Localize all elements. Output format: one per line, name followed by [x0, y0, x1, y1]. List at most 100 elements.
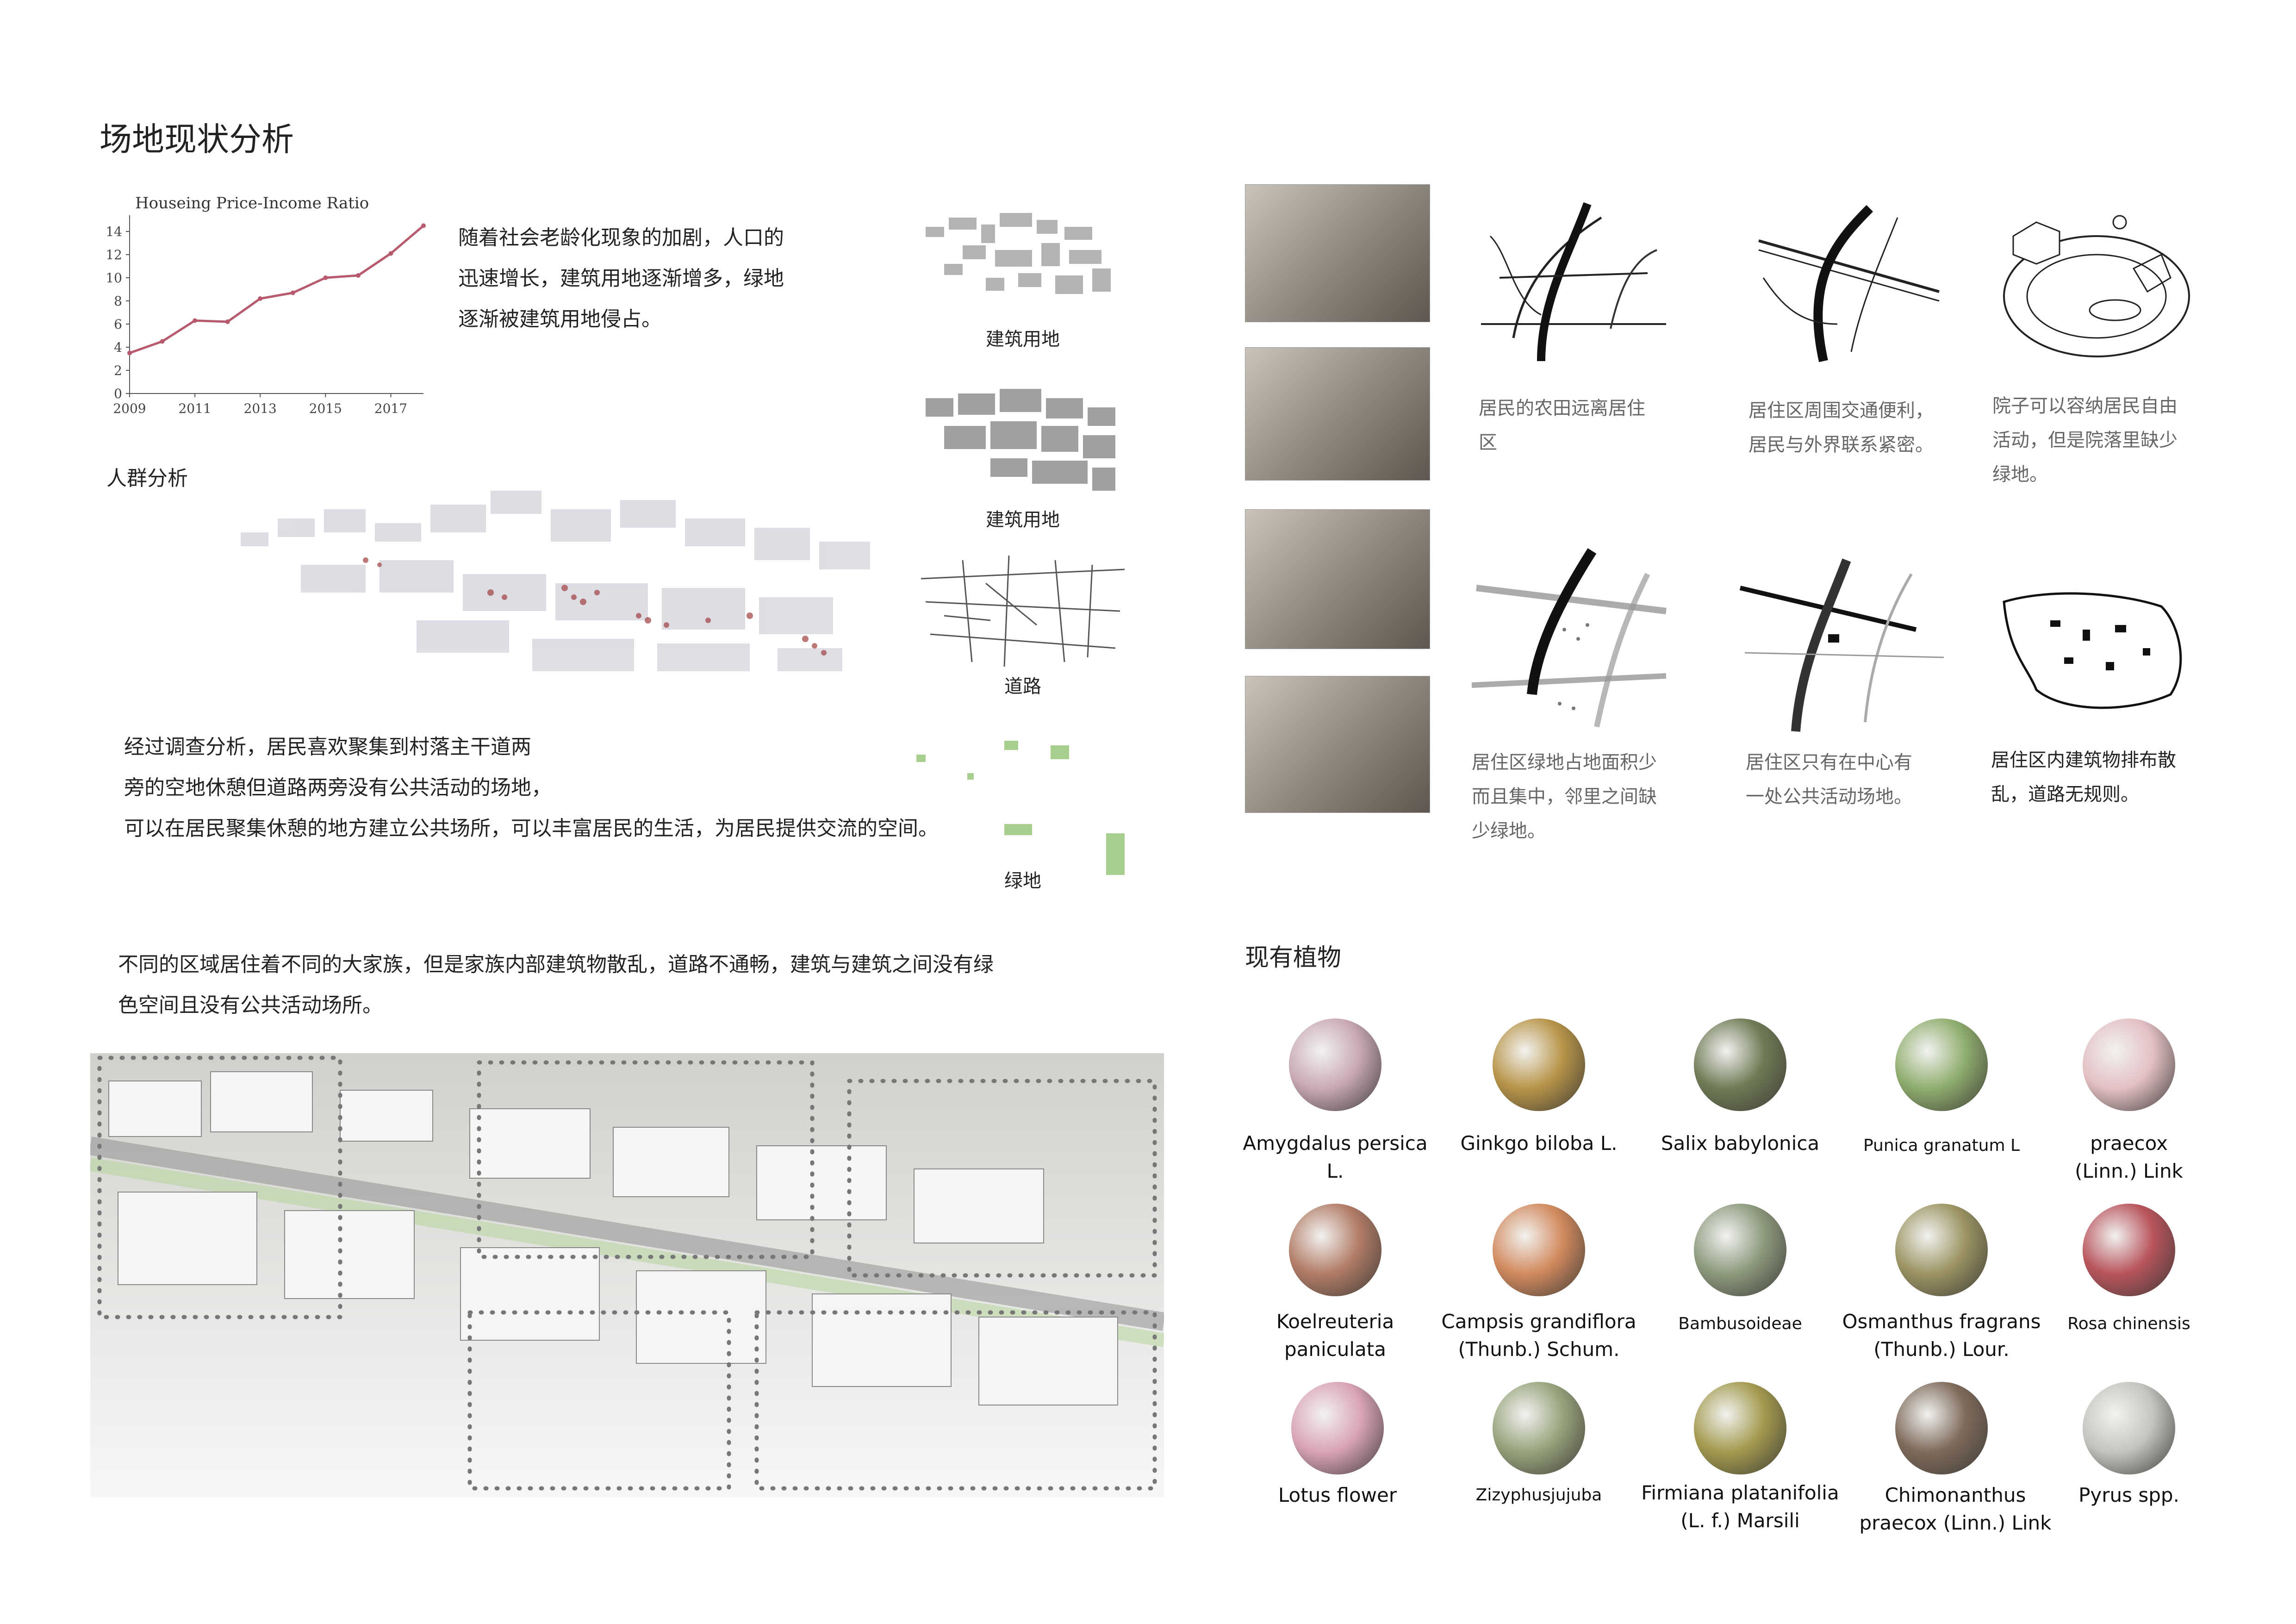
plant-photo [1694, 1382, 1786, 1474]
plant-photo [1493, 1204, 1585, 1296]
plant-label: Pyrus spp. [2027, 1481, 2231, 1509]
crowd-line: 可以在居民聚集休憩的地方建立公共场所，可以丰富居民的生活，为居民提供交流的空间。 [124, 817, 939, 840]
y-tick-label: 8 [114, 294, 122, 309]
plant-label: Rosa chinensis [2032, 1310, 2226, 1338]
plant-label: praecox (Linn.) Link [2027, 1130, 2231, 1185]
chart-title: Houseing Price-Income Ratio [135, 194, 369, 212]
plant-name: Salix babylonica [1661, 1132, 1820, 1155]
village-aerial-plan [88, 1053, 1166, 1498]
plant-photo [1895, 1204, 1988, 1296]
plant-name: (Thunb.) Lour. [1873, 1338, 2010, 1361]
sketch-green-space [1472, 548, 1667, 728]
data-point [160, 339, 165, 344]
plant-label: Campsis grandiflora (Thunb.) Schum. [1428, 1308, 1650, 1363]
y-tick-label: 6 [114, 317, 122, 332]
plant-label: Ginkgo biloba L. [1437, 1130, 1641, 1157]
plant-photo [1493, 1382, 1585, 1474]
green-land-map [912, 731, 1143, 880]
plant-photo [1289, 1018, 1381, 1111]
plant-name: Zizyphusjujuba [1475, 1486, 1602, 1505]
data-point [127, 350, 132, 356]
plant-photo [1291, 1382, 1384, 1474]
plant-name: praecox (Linn.) Link [1859, 1512, 2052, 1534]
plant-label: Bambusoideae [1638, 1310, 1842, 1338]
building-land-map-1 [916, 199, 1129, 319]
plant-photo [1694, 1018, 1786, 1111]
data-point [323, 275, 328, 280]
plant-name: Campsis grandiflora [1441, 1310, 1636, 1333]
plant-label: Amygdalus persica L. [1233, 1130, 1437, 1185]
intro-line: 随着社会老龄化现象的加剧，人口的 [458, 226, 784, 250]
y-tick-label: 10 [106, 270, 122, 286]
diagram-caption: 院子可以容纳居民自由 活动，但是院落里缺少 绿地。 [1992, 389, 2178, 492]
y-tick-label: 2 [114, 363, 122, 378]
price-income-chart: Houseing Price-Income Ratio 024681012142… [106, 194, 426, 416]
crowd-heat-map [231, 463, 916, 704]
building-land-map-2 [916, 380, 1129, 500]
map-label: 道路 [1004, 676, 1041, 697]
plant-name: Ginkgo biloba L. [1460, 1132, 1618, 1155]
plant-name: Rosa chinensis [2067, 1314, 2190, 1333]
y-tick-label: 14 [106, 224, 122, 239]
crowd-heading: 人群分析 [106, 467, 188, 490]
diagram-caption: 居住区绿地占地面积少 而且集中，邻里之间缺 少绿地。 [1472, 745, 1657, 848]
plant-label: Koelreuteria paniculata [1233, 1308, 1437, 1363]
plant-name: Punica granatum L [1863, 1136, 2020, 1155]
caption-line: 居住区周围交通便利， [1748, 400, 1934, 421]
caption-line: 少绿地。 [1472, 820, 1546, 842]
y-tick-label: 12 [106, 247, 122, 262]
caption-line: 乱，道路无规则。 [1991, 784, 2139, 805]
plant-label: Punica granatum L [1840, 1132, 2043, 1160]
plant-photo [1289, 1204, 1381, 1296]
sketch-public-space [1739, 558, 1944, 732]
plant-name: (Linn.) Link [2075, 1160, 2183, 1182]
plant-photo [1694, 1204, 1786, 1296]
crowd-line: 经过调查分析，居民喜欢聚集到村落主干道两 [124, 735, 531, 759]
intro-paragraph: 随着社会老龄化现象的加剧，人口的 迅速增长，建筑用地逐渐增多，绿地 逐渐被建筑用… [458, 218, 784, 340]
families-paragraph: 不同的区域居住着不同的大家族，但是家族内部建筑物散乱，道路不通畅，建筑与建筑之间… [118, 944, 994, 1026]
plant-photo [1895, 1018, 1988, 1111]
plant-label: Osmanthus fragrans (Thunb.) Lour. [1835, 1308, 2048, 1363]
plant-name: praecox [2090, 1132, 2168, 1155]
plant-label: Zizyphusjujuba [1437, 1481, 1641, 1509]
x-tick-label: 2011 [178, 401, 211, 416]
caption-line: 活动，但是院落里缺少 [1992, 430, 2178, 451]
caption-line: 而且集中，邻里之间缺 [1472, 786, 1657, 807]
plant-name: Firmiana platanifolia [1641, 1481, 1839, 1504]
diagram-caption: 居民的农田远离居住 区 [1479, 391, 1645, 460]
caption-line: 一处公共活动场地。 [1746, 786, 1912, 807]
diagram-caption: 居住区内建筑物排布散 乱，道路无规则。 [1991, 743, 2176, 812]
plant-label: Chimonanthus praecox (Linn.) Link [1844, 1481, 2066, 1537]
plant-photo [2083, 1018, 2175, 1111]
map-label: 绿地 [1004, 870, 1041, 892]
y-tick-label: 0 [114, 386, 122, 401]
sketch-courtyard [2003, 215, 2190, 357]
diagram-caption: 居住区周围交通便利， 居民与外界联系紧密。 [1748, 394, 1934, 462]
plants-heading: 现有植物 [1245, 944, 1342, 972]
crowd-line: 旁的空地休憩但道路两旁没有公共活动的场地， [124, 776, 552, 800]
caption-line: 院子可以容纳居民自由 [1992, 395, 2178, 417]
caption-line: 居住区绿地占地面积少 [1472, 752, 1657, 773]
plant-photo [1493, 1018, 1585, 1111]
families-line: 不同的区域居住着不同的大家族，但是家族内部建筑物散乱，道路不通畅，建筑与建筑之间… [118, 953, 994, 976]
caption-line: 居住区内建筑物排布散 [1991, 750, 2176, 771]
data-point [421, 223, 426, 228]
caption-line: 绿地。 [1992, 464, 2048, 485]
x-tick-label: 2013 [244, 401, 277, 416]
site-photo-2 [1245, 347, 1430, 481]
caption-line: 居住区只有在中心有 [1746, 752, 1912, 773]
x-tick-label: 2015 [309, 401, 342, 416]
x-tick-label: 2017 [374, 401, 407, 416]
plant-label: Lotus flower [1236, 1481, 1439, 1509]
caption-line: 居民的农田远离居住 [1479, 398, 1645, 419]
caption-line: 居民与外界联系紧密。 [1748, 434, 1934, 456]
plant-name: paniculata [1284, 1338, 1386, 1361]
map-label: 建筑用地 [986, 329, 1060, 350]
series-line [129, 225, 424, 354]
plant-name: Lotus flower [1278, 1484, 1397, 1506]
road-map [916, 551, 1129, 671]
x-tick-label: 2009 [113, 401, 146, 416]
data-point [290, 290, 295, 295]
diagram-caption: 居住区只有在中心有 一处公共活动场地。 [1746, 745, 1912, 814]
data-point [258, 296, 263, 301]
